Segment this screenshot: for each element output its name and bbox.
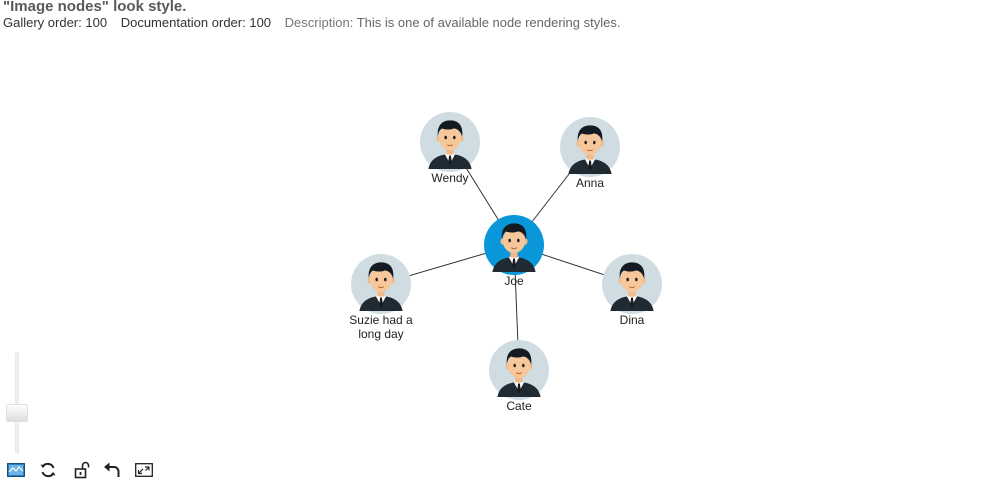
refresh-layout-button[interactable] bbox=[38, 462, 58, 482]
fullscreen-icon bbox=[135, 462, 153, 482]
page-header: "Image nodes" look style. Gallery order:… bbox=[3, 0, 993, 31]
refresh-icon bbox=[39, 461, 57, 484]
node-label: Dina bbox=[620, 313, 645, 327]
zoom-slider[interactable] bbox=[6, 352, 28, 454]
gallery-order-label: Gallery order: bbox=[3, 15, 82, 30]
node-label: Cate bbox=[506, 399, 532, 413]
map-icon bbox=[7, 462, 25, 482]
node-dina[interactable]: Dina bbox=[602, 254, 662, 327]
undo-button[interactable] bbox=[102, 462, 122, 482]
gallery-order-value: 100 bbox=[85, 15, 108, 30]
meta-row: Gallery order: 100 Documentation order: … bbox=[3, 15, 993, 31]
node-label: long day bbox=[358, 327, 403, 341]
node-label: Wendy bbox=[431, 171, 468, 185]
node-anna[interactable]: Anna bbox=[560, 117, 620, 190]
fullscreen-button[interactable] bbox=[134, 462, 154, 482]
documentation-order-label: Documentation order: bbox=[120, 15, 246, 30]
unlock-button[interactable] bbox=[72, 461, 92, 484]
node-wendy[interactable]: Wendy bbox=[420, 112, 480, 185]
page-title: "Image nodes" look style. bbox=[3, 0, 187, 15]
node-joe[interactable]: Joe bbox=[484, 215, 544, 288]
node-label: Joe bbox=[504, 274, 524, 288]
documentation-order-value: 100 bbox=[249, 15, 272, 30]
unlock-icon bbox=[74, 461, 90, 484]
node-label: Anna bbox=[576, 176, 604, 190]
node-label: Suzie had a bbox=[349, 313, 413, 327]
zoom-slider-thumb[interactable] bbox=[6, 404, 28, 422]
zoom-slider-track[interactable] bbox=[15, 352, 19, 454]
undo-icon bbox=[103, 461, 121, 484]
description-value: This is one of available node rendering … bbox=[356, 15, 621, 30]
description-label: Description: bbox=[284, 15, 354, 30]
navigator-button[interactable] bbox=[6, 462, 26, 482]
node-cate[interactable]: Cate bbox=[489, 340, 549, 413]
